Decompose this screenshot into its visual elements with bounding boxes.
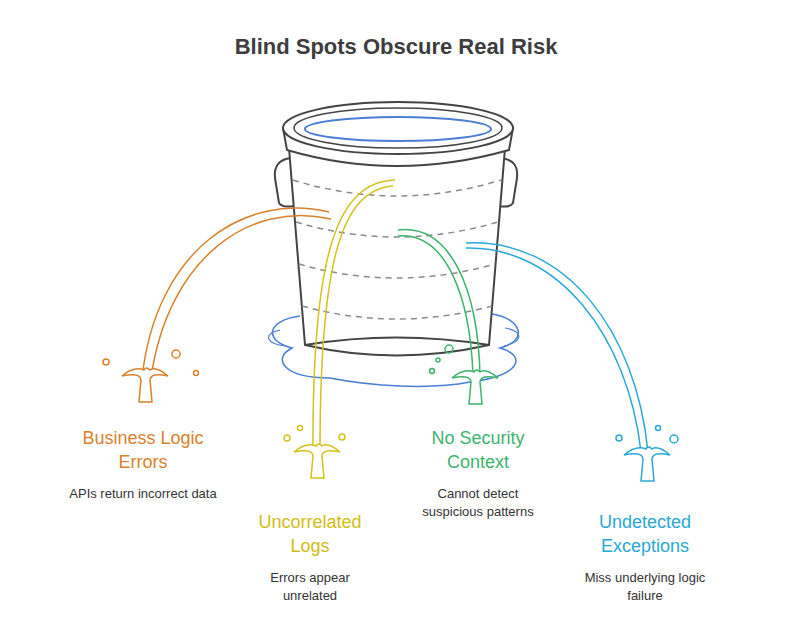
node-heading: Undetected Exceptions (580, 510, 710, 558)
node-description: Errors appear unrelated (254, 569, 366, 605)
leak-splash (294, 444, 340, 478)
bucket-bottom (305, 338, 489, 346)
leak-splash (452, 370, 498, 404)
leak-stream (284, 180, 395, 478)
bucket-ring (302, 306, 492, 319)
splash-drop (194, 371, 199, 376)
leak-stream (466, 248, 641, 452)
risk-node: Business Logic ErrorsAPIs return incorre… (68, 426, 218, 503)
bucket-ring (293, 180, 501, 196)
leak-stream (151, 215, 331, 378)
node-heading: Business Logic Errors (73, 426, 213, 474)
leak-splash (122, 368, 168, 402)
node-description: Cannot detect suspicious patterns (410, 485, 546, 521)
splash-drop (284, 435, 290, 441)
leak-stream (466, 243, 648, 452)
splash-drop (103, 359, 109, 365)
risk-node: No Security ContextCannot detect suspici… (410, 426, 546, 521)
splash-drop (616, 435, 622, 441)
bucket-ring (299, 264, 495, 278)
splash-drop (445, 345, 453, 353)
leak-stream (103, 208, 331, 402)
node-description: Miss underlying logic failure (584, 569, 706, 605)
diagram-title: Blind Spots Obscure Real Risk (0, 33, 792, 61)
risk-node: Undetected ExceptionsMiss underlying log… (580, 510, 710, 605)
leak-stream (313, 180, 395, 452)
bucket-body (289, 148, 505, 356)
leak-stream (398, 230, 498, 404)
bucket-rim (283, 102, 513, 154)
splash-drop (430, 369, 435, 374)
node-heading: Uncorrelated Logs (250, 510, 370, 558)
risk-node: Uncorrelated LogsErrors appear unrelated (250, 510, 370, 605)
splash-drop (670, 435, 678, 443)
node-description: APIs return incorrect data (68, 485, 218, 503)
splash-drop (298, 426, 303, 431)
splash-drop (656, 426, 661, 431)
leak-splash (624, 447, 670, 481)
bucket-rim (294, 108, 502, 148)
node-heading: No Security Context (413, 426, 543, 474)
splash-drop (172, 350, 180, 358)
leak-stream (398, 230, 480, 375)
splash-drop (436, 358, 440, 362)
leak-stream (398, 236, 473, 375)
water-surface (305, 117, 491, 141)
bucket-ring (296, 222, 498, 237)
splash-drop (339, 434, 345, 440)
leak-stream (320, 186, 393, 452)
leak-stream (142, 208, 329, 378)
